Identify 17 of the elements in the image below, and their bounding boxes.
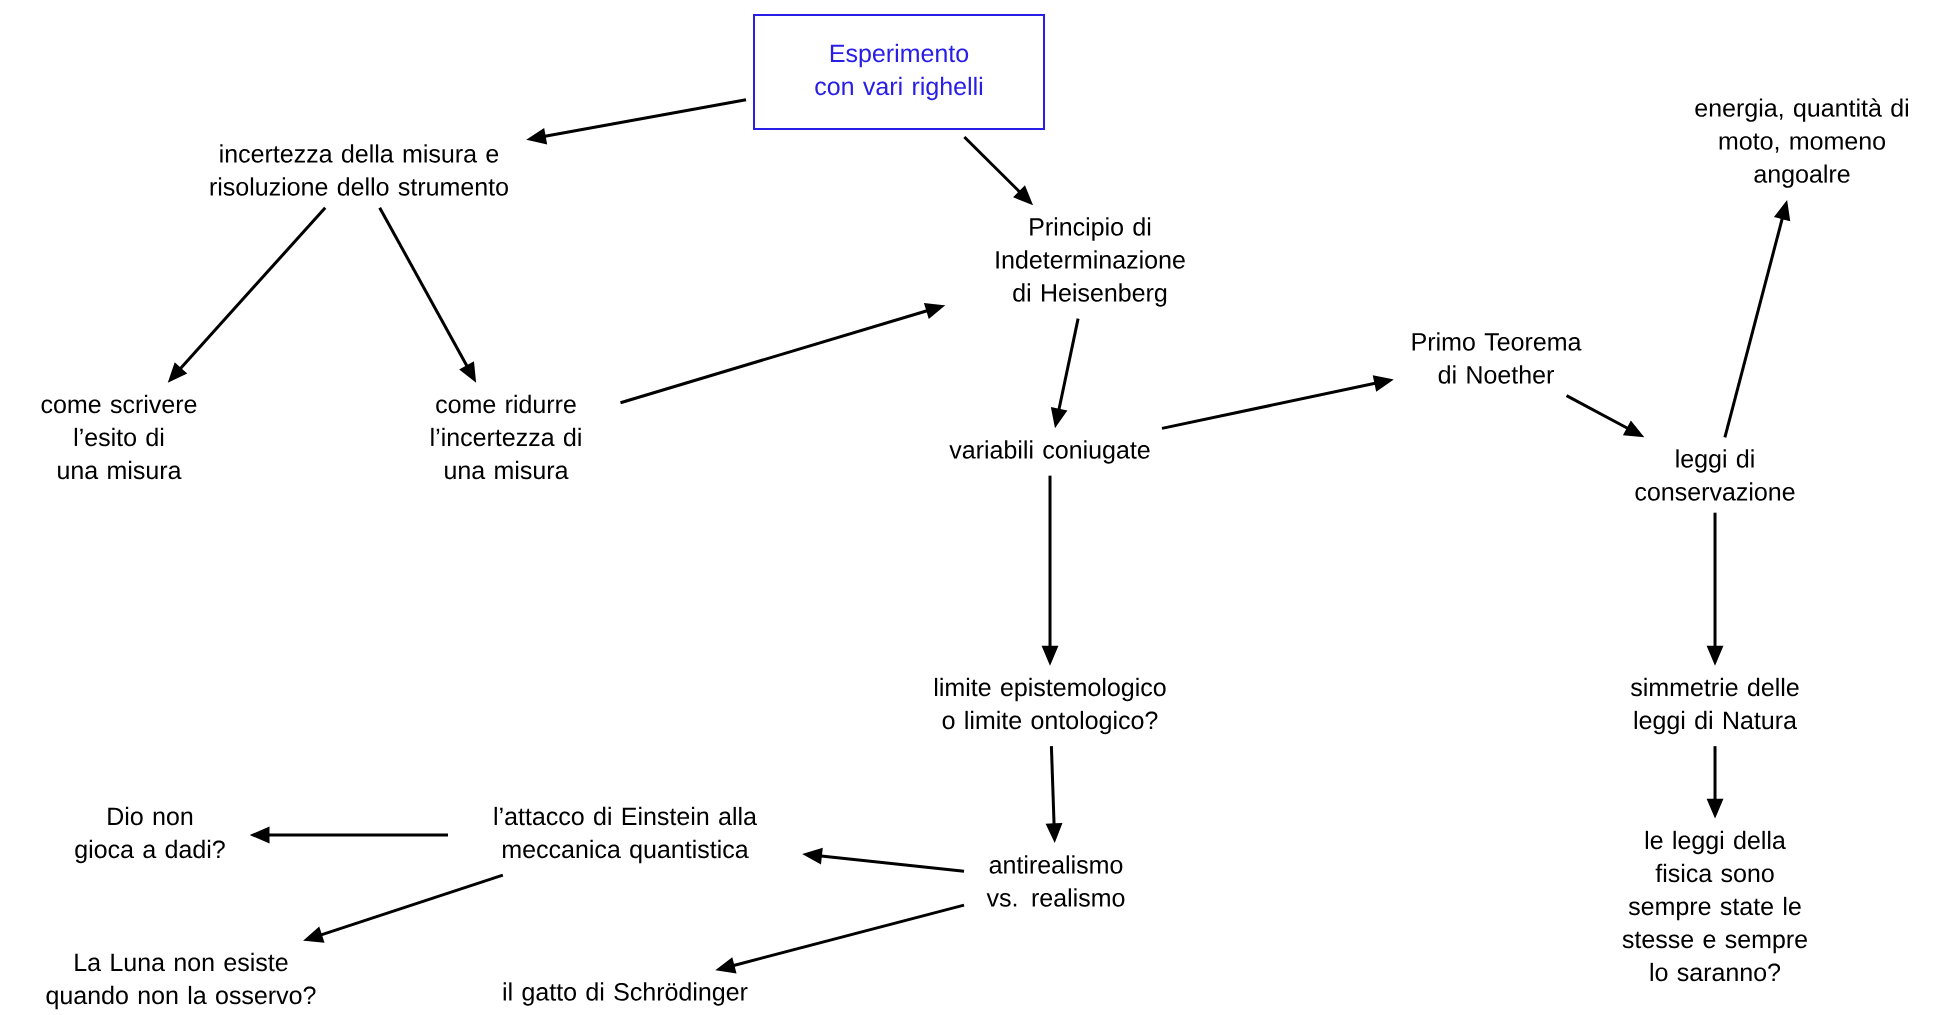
concept-label: La Luna non esiste quando non la osservo? bbox=[46, 952, 316, 1010]
concept-label: Primo Teorema di Noether bbox=[1412, 332, 1582, 384]
concept-label: antirealismo vs. realismo bbox=[986, 855, 1125, 907]
concept-label: incertezza della misura e risoluzione dello strumento bbox=[210, 144, 508, 196]
concept-label: energia, quantità di moto, momeno angoalre bbox=[1695, 98, 1908, 188]
concept-label: il gatto di Schrödinger bbox=[503, 982, 748, 1006]
concept-box: Esperimento con vari righelli bbox=[753, 14, 1045, 130]
concept-label: Principio di Indeterminazione di Heisenberg bbox=[996, 217, 1185, 307]
concept-label: Dio non gioca a dadi? bbox=[75, 806, 225, 864]
concept-label: simmetrie delle leggi di Natura bbox=[1630, 677, 1799, 735]
concept-label: limite epistemologico o limite ontologico? bbox=[934, 677, 1166, 735]
concept-label: le leggi della fisica sono sempre state le stesse e sempre lo saranno? bbox=[1622, 830, 1807, 982]
concept-label: come scrivere l’esito di una misura bbox=[41, 394, 197, 480]
concept-label: come ridurre l’incertezza di una misura bbox=[431, 394, 581, 480]
concept-label: l’attacco di Einstein alla meccanica quantistica bbox=[494, 806, 757, 864]
concept-label: leggi di conservazione bbox=[1635, 449, 1795, 501]
concept-label: variabili coniugate bbox=[949, 440, 1150, 464]
